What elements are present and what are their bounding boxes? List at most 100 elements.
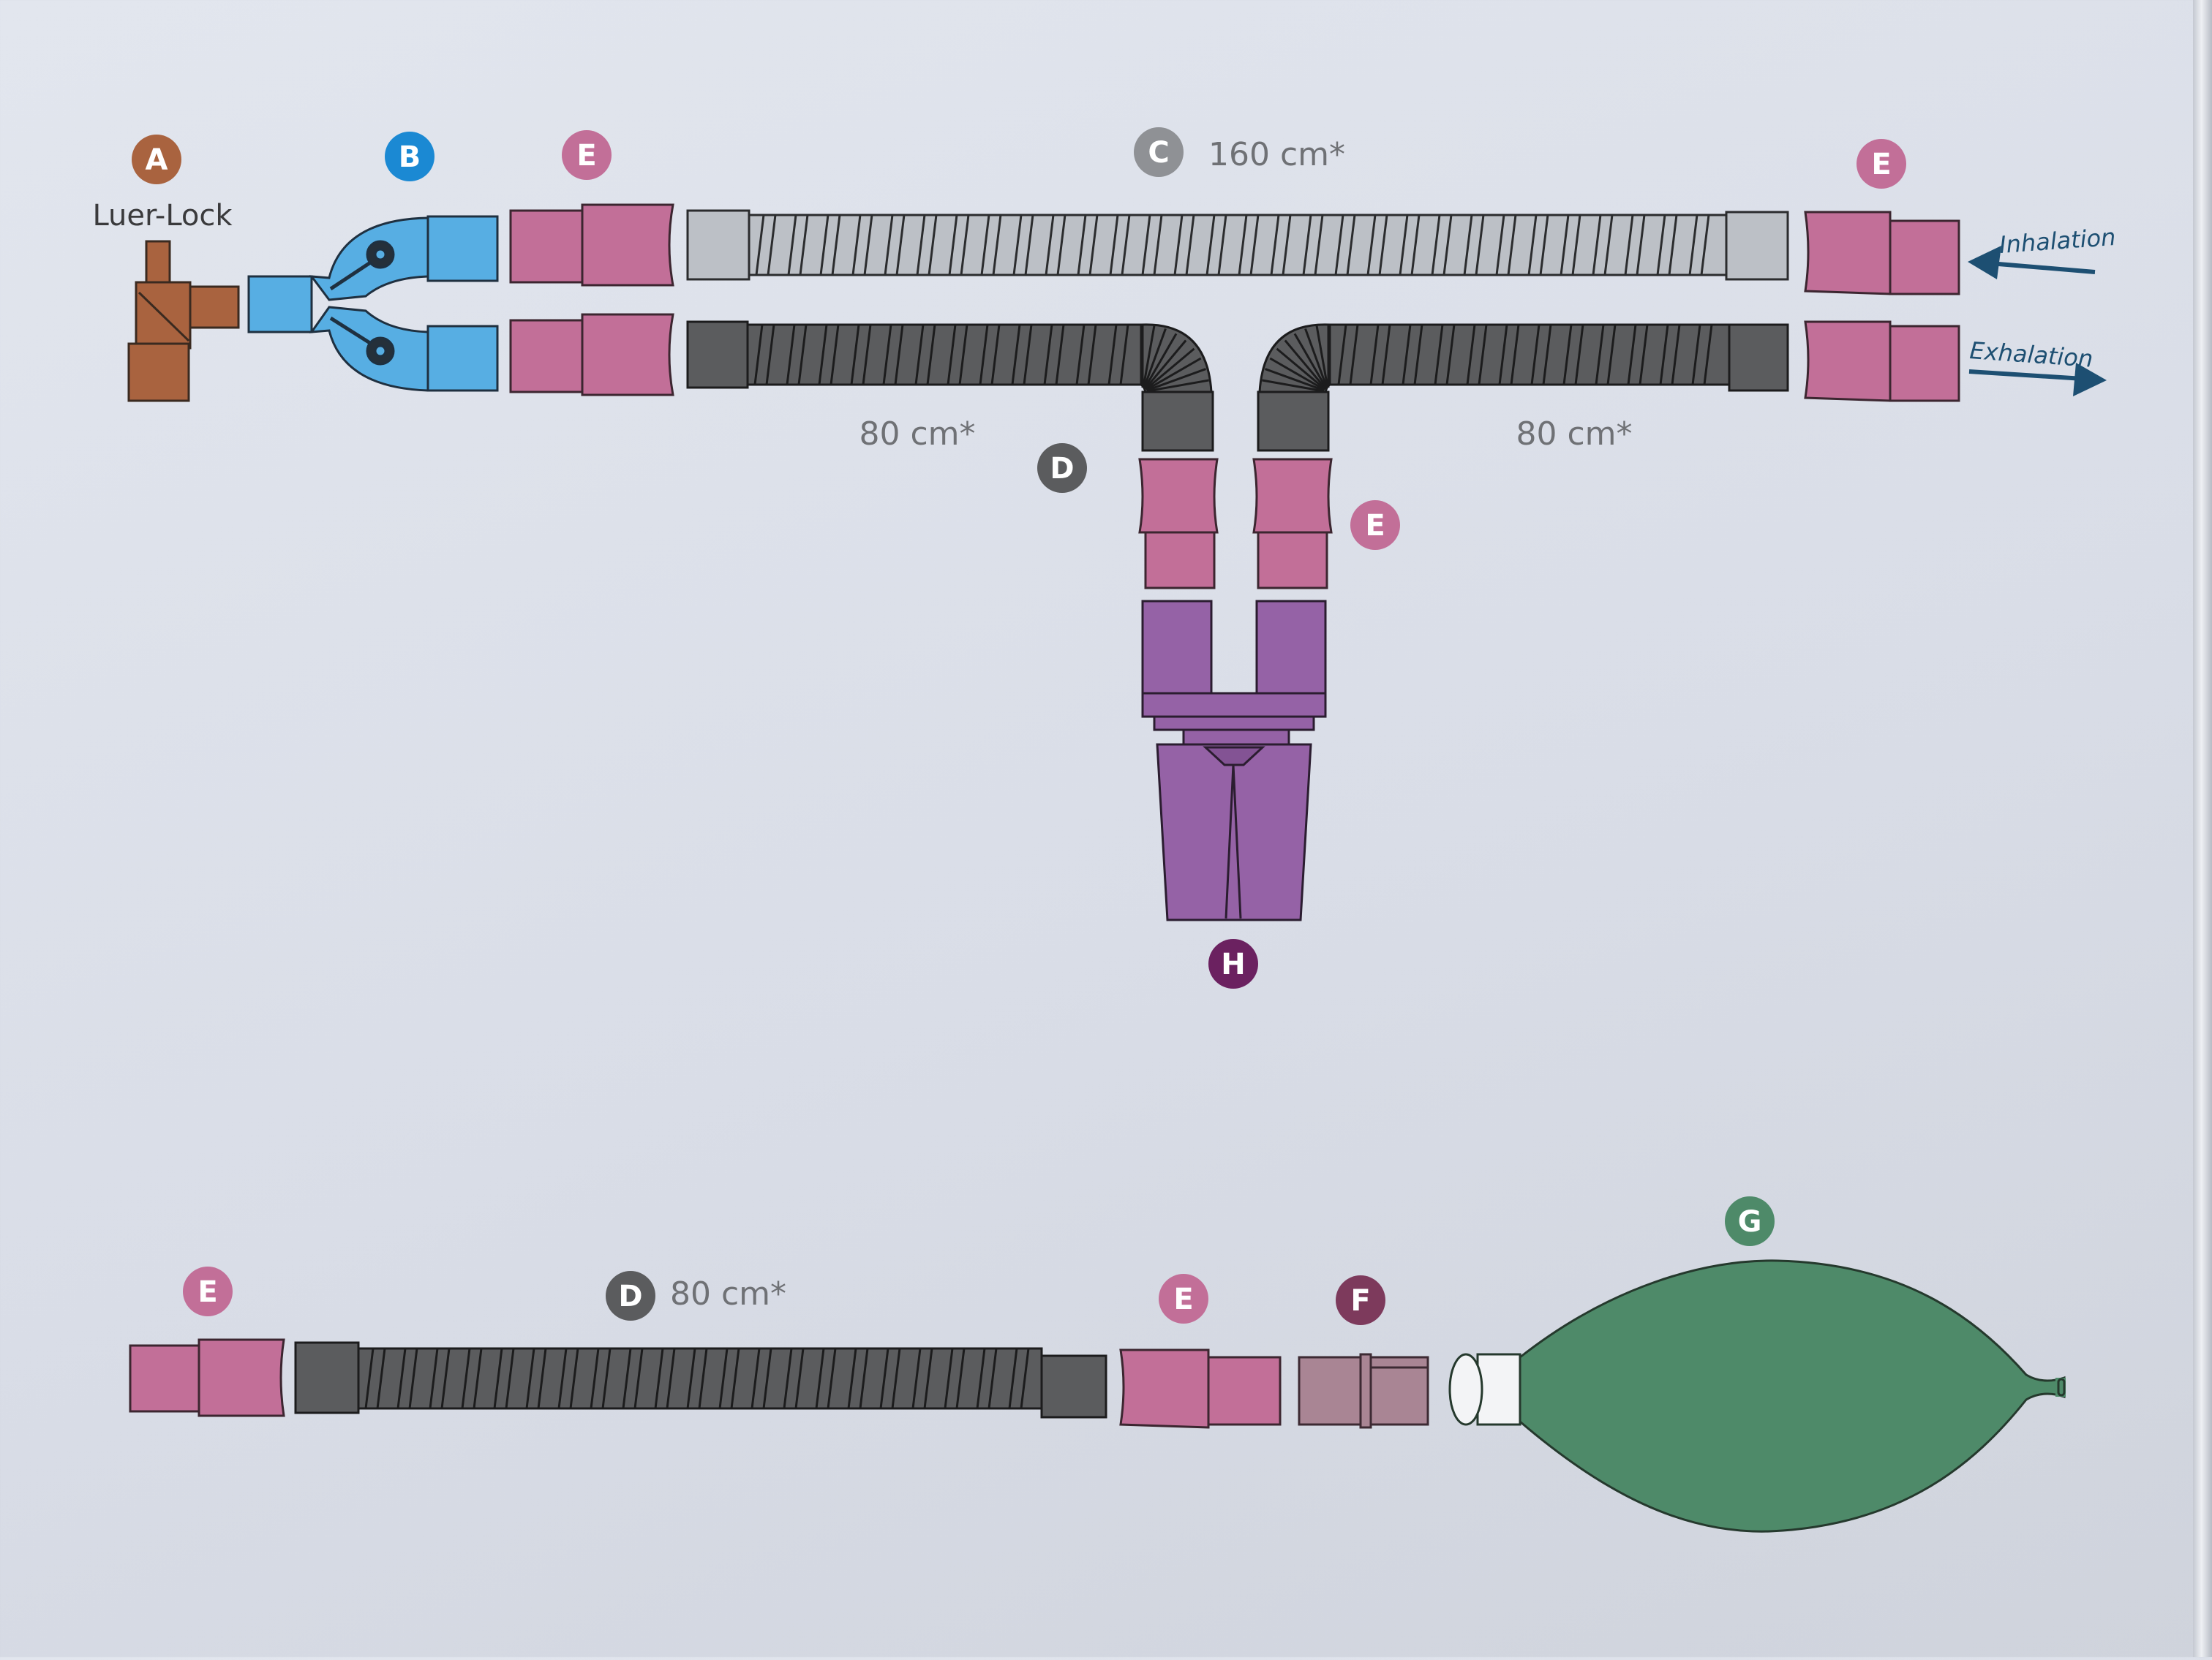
hose-rib bbox=[505, 1348, 515, 1409]
part-e-adapter-upper-left-bottom bbox=[509, 313, 674, 396]
bend-fold bbox=[1315, 325, 1329, 388]
hose-rib bbox=[1077, 214, 1087, 276]
label-b-text: B bbox=[399, 140, 421, 174]
hose-rib bbox=[429, 1348, 439, 1409]
hose-rib bbox=[1688, 214, 1698, 276]
hose-rib bbox=[1205, 214, 1216, 276]
hose-rib bbox=[815, 1348, 825, 1409]
hose-rib bbox=[831, 214, 841, 276]
hose-rib bbox=[911, 1348, 922, 1409]
svg-text:G: G bbox=[1738, 1205, 1762, 1239]
hose-rib bbox=[1381, 324, 1391, 385]
hose-rib bbox=[557, 1348, 568, 1409]
hose-rib bbox=[1592, 214, 1602, 276]
hose-rib bbox=[851, 214, 862, 276]
part-c-inhalation-hose bbox=[686, 209, 1789, 281]
luer-lock-port bbox=[145, 240, 171, 287]
part-f-connector bbox=[1298, 1353, 1429, 1429]
inhalation-label: Inhalation bbox=[1998, 223, 2117, 259]
trap-drain-line-left bbox=[1224, 764, 1235, 919]
hose-rib bbox=[1410, 214, 1421, 276]
hose-d-right-cuff bbox=[1728, 323, 1789, 392]
hose-rib bbox=[1107, 324, 1118, 385]
hose-rib bbox=[698, 1348, 708, 1409]
luer-lock-label: Luer-Lock bbox=[92, 199, 233, 233]
hose-c-right-cuff bbox=[1725, 211, 1789, 281]
hose-rib bbox=[884, 214, 894, 276]
hose-rib bbox=[1571, 214, 1581, 276]
label-badge-e-upper-right: E bbox=[1856, 139, 1906, 189]
part-a-luer-lock-connector bbox=[127, 240, 240, 402]
hose-rib bbox=[944, 1348, 954, 1409]
hose-rib bbox=[654, 1348, 664, 1409]
trap-rim bbox=[1153, 715, 1315, 731]
svg-text:D: D bbox=[618, 1280, 642, 1313]
hose-rib bbox=[819, 214, 830, 276]
hose-rib bbox=[755, 214, 765, 276]
hose-rib bbox=[1595, 324, 1605, 385]
svg-text:E: E bbox=[1871, 148, 1891, 181]
hose-rib bbox=[753, 324, 764, 385]
hose-rib bbox=[590, 1348, 600, 1409]
bend-fold bbox=[1269, 357, 1325, 391]
hose-rib bbox=[1008, 1348, 1018, 1409]
hose-rib bbox=[786, 324, 796, 385]
hose-rib bbox=[1153, 214, 1163, 276]
hose-rib bbox=[364, 1348, 375, 1409]
part-e-adapter-right-top bbox=[1804, 211, 1960, 295]
hose-rib bbox=[525, 1348, 535, 1409]
hose-rib bbox=[408, 1348, 418, 1409]
hose-rib bbox=[1087, 324, 1097, 385]
hose-rib bbox=[1302, 214, 1312, 276]
hose-rib bbox=[979, 324, 989, 385]
hose-rib bbox=[1055, 324, 1065, 385]
hose-rib bbox=[1498, 324, 1508, 385]
hose-d-left-ribs bbox=[753, 324, 1129, 385]
y-piece-inlet bbox=[247, 275, 313, 333]
trap-lip bbox=[1182, 728, 1290, 746]
hose-rib bbox=[1542, 324, 1552, 385]
hose-rib bbox=[1510, 324, 1520, 385]
hose-rib bbox=[1270, 214, 1280, 276]
bend-fold bbox=[1276, 347, 1326, 391]
hose-rib bbox=[923, 1348, 933, 1409]
hose-c-ribs bbox=[755, 214, 1710, 276]
hose-rib bbox=[863, 214, 873, 276]
hose-rib bbox=[1691, 324, 1701, 385]
hose-rib bbox=[762, 1348, 772, 1409]
hose-rib bbox=[1466, 324, 1476, 385]
label-badge-e-middle: E bbox=[1350, 500, 1400, 550]
hose-rib bbox=[1700, 214, 1710, 276]
trap-drain-line-right bbox=[1232, 764, 1242, 919]
svg-text:E: E bbox=[1365, 509, 1385, 543]
hose-rib bbox=[960, 214, 970, 276]
hose-rib bbox=[1349, 324, 1359, 385]
label-badge-g: G bbox=[1725, 1196, 1775, 1246]
bend-fold bbox=[1146, 357, 1202, 391]
hose-rib bbox=[569, 1348, 579, 1409]
svg-text:H: H bbox=[1221, 948, 1245, 981]
hose-rib bbox=[1056, 214, 1066, 276]
part-e-adapter-vertical-right bbox=[1252, 458, 1333, 589]
hose-rib bbox=[1011, 324, 1021, 385]
hose-rib bbox=[1238, 214, 1248, 276]
hose-rib bbox=[1530, 324, 1540, 385]
hose-rib bbox=[1562, 324, 1573, 385]
trap-manifold bbox=[1141, 692, 1327, 718]
bend-fold bbox=[1145, 347, 1195, 391]
hose-rib bbox=[1668, 214, 1678, 276]
hose-rib bbox=[926, 324, 936, 385]
svg-text:E: E bbox=[198, 1275, 217, 1309]
part-b-y-piece bbox=[247, 215, 499, 392]
hose-rib bbox=[1249, 214, 1260, 276]
connector-f-ring bbox=[1359, 1353, 1372, 1429]
hose-rib bbox=[1527, 214, 1538, 276]
hose-rib bbox=[1012, 214, 1023, 276]
svg-text:D: D bbox=[1050, 452, 1074, 486]
hose-rib bbox=[537, 1348, 547, 1409]
length-label-d-lower: 80 cm* bbox=[670, 1275, 786, 1313]
bag-body bbox=[1519, 1259, 2066, 1533]
hose-rib bbox=[1606, 324, 1617, 385]
length-label-d-right: 80 cm* bbox=[1516, 415, 1632, 453]
hose-rib bbox=[958, 324, 968, 385]
